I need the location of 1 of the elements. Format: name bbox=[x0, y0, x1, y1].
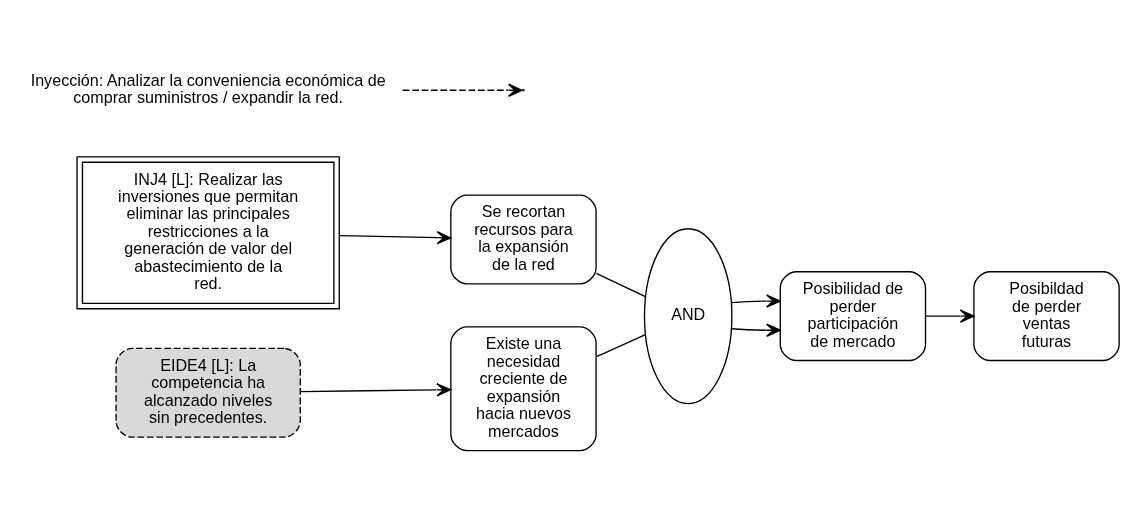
node-text: Inyección: Analizar la conveniencia económica de comprar suministros / expandir la red. bbox=[30, 70, 386, 106]
